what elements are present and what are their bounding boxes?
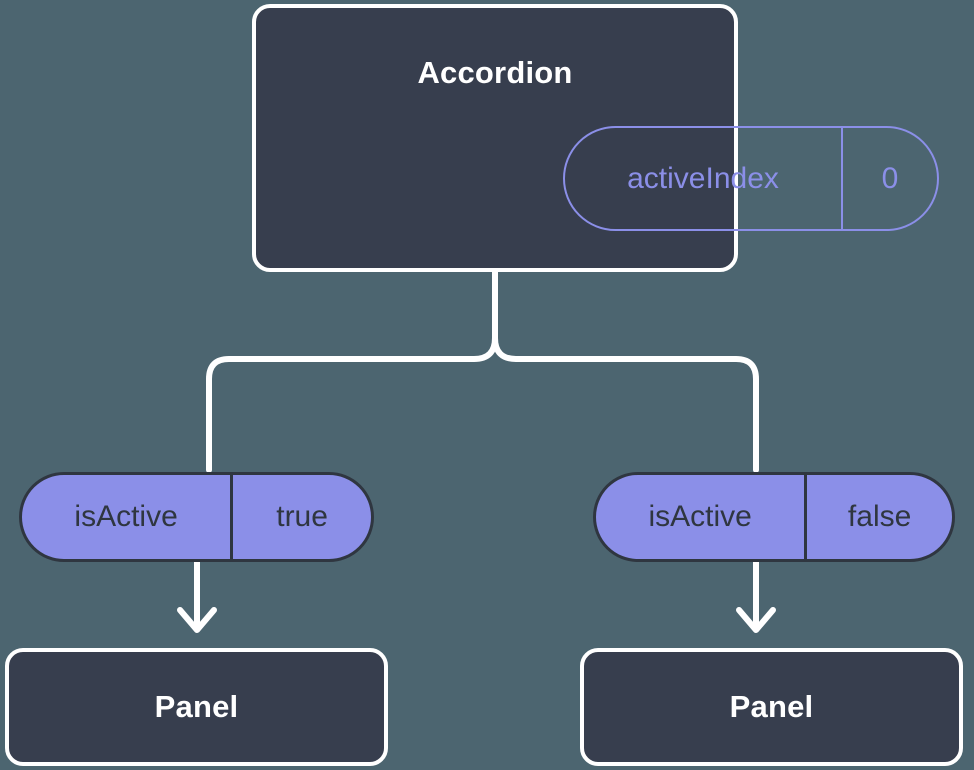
prop-pill-right[interactable]: isActive false (593, 472, 955, 562)
panel-node-right-title: Panel (729, 689, 814, 724)
prop-pill-right-value: false (804, 475, 952, 559)
accordion-state-pill[interactable]: activeIndex 0 (563, 126, 939, 231)
connector-branch-left (206, 335, 498, 473)
accordion-state-key: activeIndex (627, 161, 779, 195)
arrow-head-left-icon (177, 607, 217, 633)
accordion-state-value: 0 (841, 128, 937, 229)
prop-pill-left-value: true (230, 475, 371, 559)
panel-node-right[interactable]: Panel (580, 648, 963, 766)
arrow-head-right-icon (736, 607, 776, 633)
accordion-node-title: Accordion (417, 55, 573, 90)
panel-node-left[interactable]: Panel (5, 648, 388, 766)
connector-branch-right (492, 335, 759, 473)
prop-pill-left-key: isActive (74, 500, 178, 533)
prop-pill-right-key: isActive (648, 500, 752, 533)
panel-node-left-title: Panel (154, 689, 239, 724)
accordion-component-node[interactable]: Accordion activeIndex 0 (252, 4, 939, 272)
prop-pill-left[interactable]: isActive true (19, 472, 374, 562)
